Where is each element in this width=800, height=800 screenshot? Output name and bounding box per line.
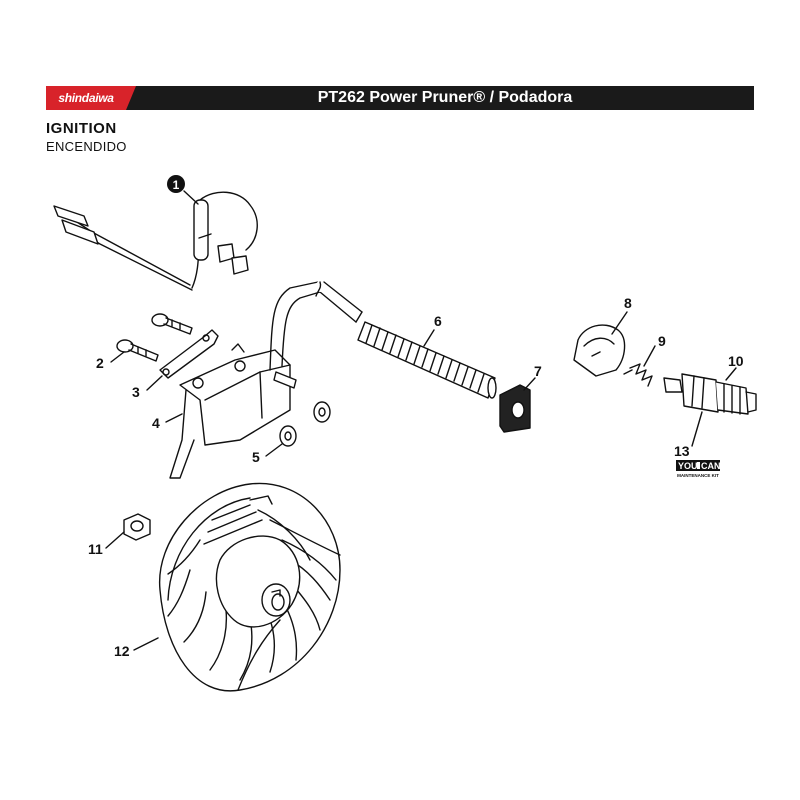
callout-9: 9	[658, 333, 666, 349]
part-10-spark-plug	[663, 373, 757, 415]
part-2-screws	[116, 313, 193, 362]
callout-2: 2	[96, 355, 104, 371]
part-6-spring-protector	[357, 321, 497, 399]
part-1-wire-harness	[53, 191, 258, 291]
section-title: IGNITION	[46, 120, 117, 137]
kit-badge-left: YOU	[678, 461, 698, 471]
callout-11: 11	[88, 541, 103, 557]
callout-13: 13	[674, 443, 690, 459]
part-5-washers	[279, 401, 331, 447]
high-tension-lead	[311, 279, 363, 323]
kit-badge-right: CAN	[701, 461, 721, 471]
callout-12: 12	[114, 643, 130, 659]
part-3-bracket	[159, 329, 219, 379]
callout-6: 6	[434, 313, 442, 329]
callout-4: 4	[152, 415, 160, 431]
callout-7: 7	[534, 363, 542, 379]
page-title: PT262 Power Pruner® / Podadora	[317, 89, 573, 106]
callout-3: 3	[132, 384, 140, 400]
header-bar	[46, 86, 754, 110]
part-9-spring	[623, 363, 653, 387]
callout-10: 10	[728, 353, 744, 369]
part-7-grommet	[499, 384, 531, 433]
kit-badge-sub: MAINTENANCE KIT	[677, 473, 719, 478]
part-4-ignition-coil	[169, 281, 321, 479]
leader-lines	[105, 190, 737, 651]
maintenance-kit-badge: YOU CAN MAINTENANCE KIT	[676, 460, 721, 478]
part-12-flywheel	[159, 482, 341, 692]
callout-5: 5	[252, 449, 260, 465]
part-11-nut	[123, 513, 151, 541]
callout-8: 8	[624, 295, 632, 311]
brand-logo: shindaiwa	[46, 86, 126, 110]
part-8-plug-boot	[573, 324, 626, 377]
callout-1-badge	[167, 175, 185, 193]
callout-1: 1	[173, 178, 180, 192]
brand-logo-tip	[126, 86, 136, 110]
brand-logo-text: shindaiwa	[58, 91, 114, 105]
section-subtitle: ENCENDIDO	[46, 139, 127, 154]
